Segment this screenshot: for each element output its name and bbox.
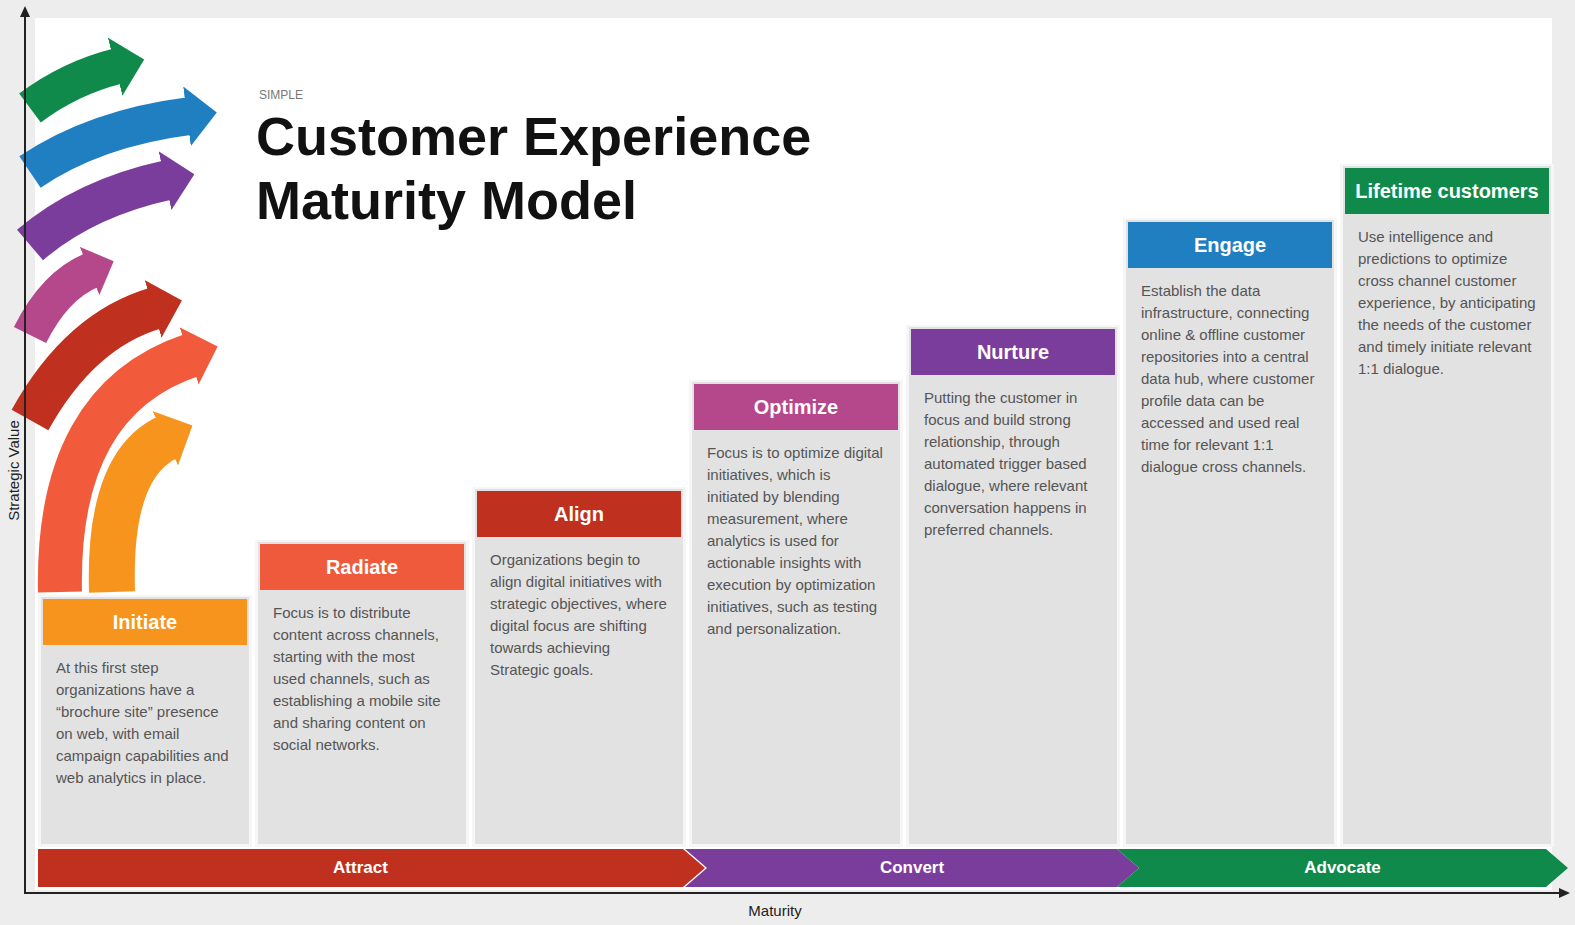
phase-arrow: Advocate — [1117, 849, 1568, 887]
kicker-label: SIMPLE — [259, 88, 303, 102]
stage-description: Establish the data infrastructure, conne… — [1128, 268, 1332, 488]
stage-description: Putting the customer in focus and build … — [911, 375, 1115, 551]
stage-column: OptimizeFocus is to optimize digital ini… — [689, 380, 903, 847]
stage-description: Organizations begin to align digital ini… — [477, 537, 681, 691]
stage-description: At this first step organizations have a … — [43, 645, 247, 799]
stage-column: AlignOrganizations begin to align digita… — [472, 487, 686, 847]
axis-arrowhead — [20, 6, 30, 17]
decor-arrow — [30, 180, 168, 245]
decor-arrow — [30, 66, 118, 108]
stage-heading: Engage — [1128, 222, 1332, 268]
stage-column: RadiateFocus is to distribute content ac… — [255, 540, 469, 847]
phase-label: Attract — [333, 858, 388, 878]
axis-label: Maturity — [748, 902, 801, 919]
stage-heading: Radiate — [260, 544, 464, 590]
stage-heading: Nurture — [911, 329, 1115, 375]
stage-column: EngageEstablish the data infrastructure,… — [1123, 218, 1337, 847]
stage-column: Lifetime customersUse intelligence and p… — [1340, 164, 1554, 847]
decor-arrows — [30, 66, 192, 592]
decor-arrow — [30, 116, 190, 172]
y-axis — [24, 16, 26, 894]
axes — [20, 6, 1570, 898]
phase-arrow-fill — [685, 849, 1139, 887]
stage-heading: Initiate — [43, 599, 247, 645]
stage-heading: Lifetime customers — [1345, 168, 1549, 214]
phase-arrow-fill — [1117, 849, 1568, 887]
decor-arrow — [60, 355, 192, 592]
phase-arrow: Convert — [685, 849, 1139, 887]
decor-arrow — [112, 437, 168, 592]
axis-arrowhead — [1559, 888, 1570, 898]
phase-arrow-fill — [38, 849, 705, 887]
stage-description: Focus is to distribute content across ch… — [260, 590, 464, 766]
stage-column: NurturePutting the customer in focus and… — [906, 325, 1120, 847]
chart-ground — [35, 18, 1552, 890]
x-axis — [24, 892, 1560, 894]
stage-column: InitiateAt this first step organizations… — [38, 595, 252, 847]
phase-label: Convert — [880, 858, 944, 878]
phase-arrow: Attract — [38, 849, 705, 887]
phase-label: Advocate — [1304, 858, 1381, 878]
stage-description: Focus is to optimize digital initiatives… — [694, 430, 898, 650]
stage-heading: Optimize — [694, 384, 898, 430]
stage-description: Use intelligence and predictions to opti… — [1345, 214, 1549, 390]
diagram-title: Customer Experience Maturity Model — [256, 104, 856, 232]
axis-label: Strategic Value — [5, 420, 22, 521]
stage-heading: Align — [477, 491, 681, 537]
